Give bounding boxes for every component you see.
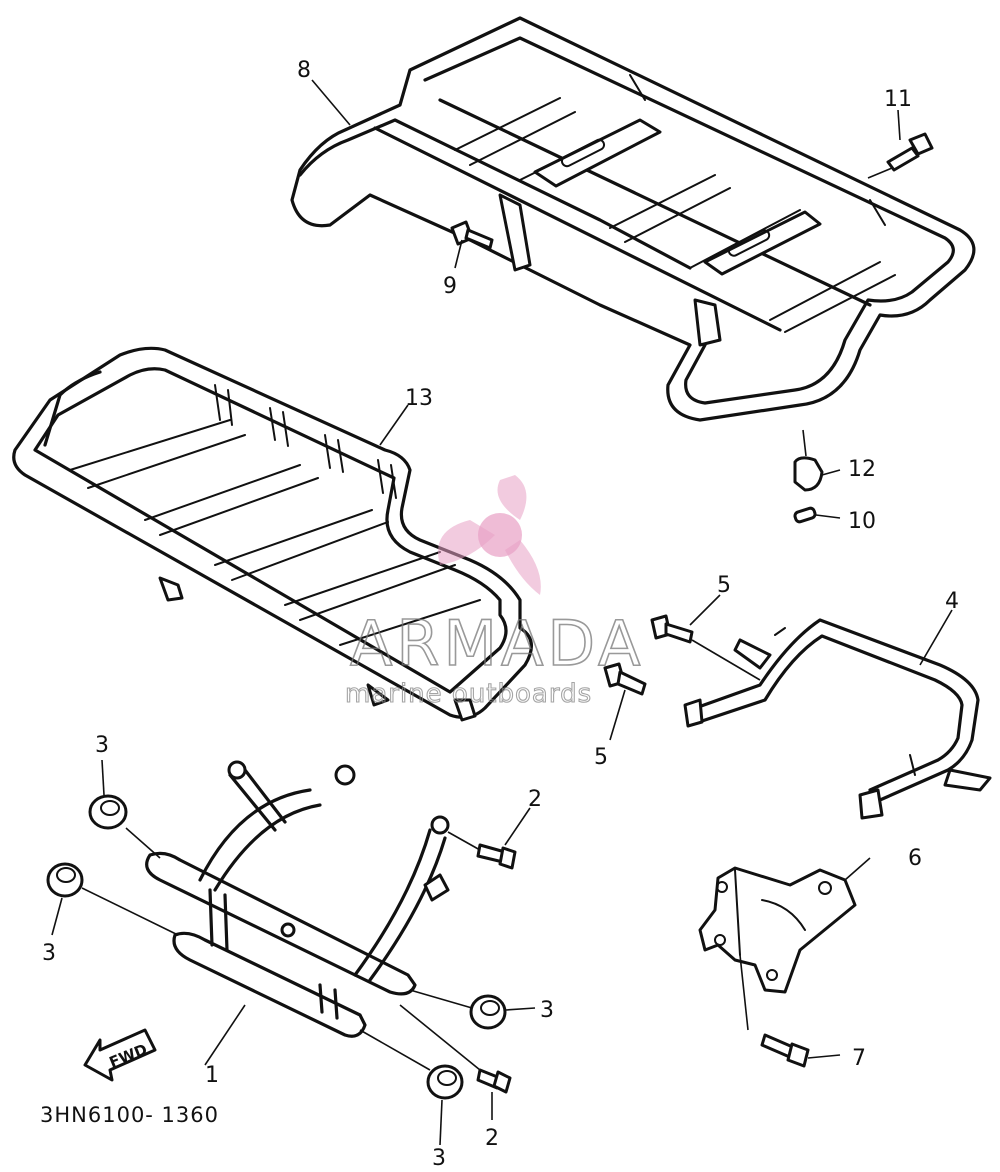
callout-5-upper: 5 xyxy=(717,573,731,598)
bolt-2-lower xyxy=(399,1004,512,1094)
fwd-arrow-icon: FWD xyxy=(83,1028,157,1082)
callout-3-top: 3 xyxy=(95,733,109,758)
bolt-5-lower xyxy=(603,662,647,696)
callout-13: 13 xyxy=(405,386,433,411)
watermark-tagline: marine outboards xyxy=(345,679,592,709)
callout-2-lower: 2 xyxy=(485,1126,499,1151)
callout-3-right: 3 xyxy=(540,998,554,1023)
propeller-logo-icon xyxy=(438,475,541,595)
callout-3-left: 3 xyxy=(42,941,56,966)
callout-11: 11 xyxy=(884,87,912,112)
pin-10 xyxy=(793,506,841,524)
callout-10: 10 xyxy=(848,509,876,534)
front-carrier xyxy=(12,346,533,722)
callout-5-lower: 5 xyxy=(594,745,608,770)
callout-6: 6 xyxy=(908,846,922,871)
mount-bracket-6 xyxy=(698,866,857,1031)
callout-12: 12 xyxy=(848,457,876,482)
watermark-brand: ARMADA xyxy=(350,607,644,680)
bushing-3-c xyxy=(409,989,507,1030)
callout-numbers: 1 2 2 3 3 3 3 4 5 5 6 7 8 9 10 11 12 13 xyxy=(42,58,959,1171)
callout-7: 7 xyxy=(852,1046,866,1071)
bolt-11 xyxy=(867,132,934,179)
bolt-2-upper xyxy=(447,831,517,870)
cap-12 xyxy=(793,429,841,492)
callout-leaders xyxy=(51,79,953,1146)
watermark: ARMADA marine outboards xyxy=(344,475,644,710)
bushing-3-d xyxy=(359,1029,464,1100)
bolt-9 xyxy=(450,220,494,250)
front-guard xyxy=(145,760,450,1038)
bracket-4 xyxy=(683,618,992,820)
callout-3-bottom: 3 xyxy=(432,1146,446,1171)
callout-1: 1 xyxy=(205,1063,219,1088)
bushing-3-a xyxy=(88,794,161,859)
bushing-3-b xyxy=(46,862,179,936)
callout-8: 8 xyxy=(297,58,311,83)
bolt-7 xyxy=(760,1033,810,1068)
callout-9: 9 xyxy=(443,274,457,299)
part-code: 3HN6100- 1360 xyxy=(40,1103,219,1127)
callout-4: 4 xyxy=(945,589,959,614)
rear-carrier xyxy=(290,16,976,422)
bolt-5-upper xyxy=(650,614,761,681)
callout-2-upper: 2 xyxy=(528,787,542,812)
